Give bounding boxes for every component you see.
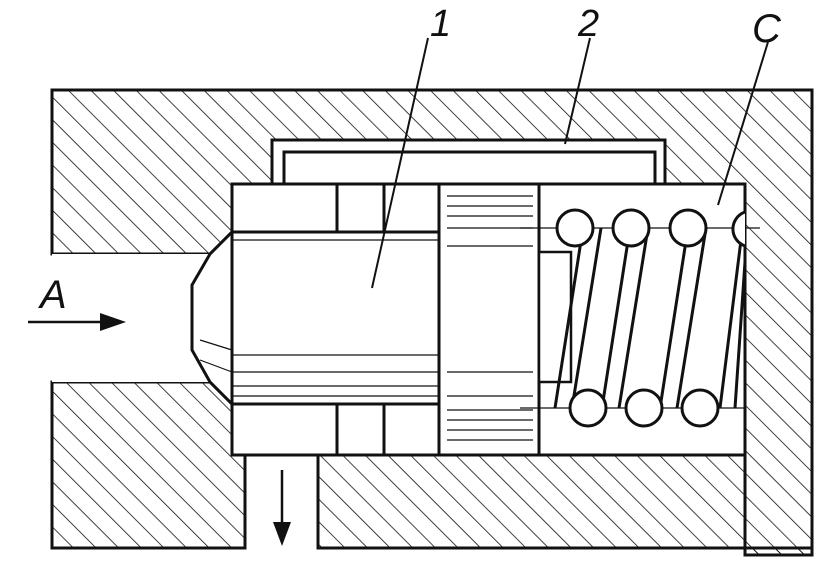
piston-stem bbox=[230, 230, 441, 406]
spring-guide bbox=[537, 250, 573, 384]
piston bbox=[190, 182, 573, 457]
piston-head bbox=[437, 182, 541, 457]
label-channel: 2 bbox=[577, 3, 599, 45]
lower-body bbox=[50, 380, 247, 550]
label-inlet: A bbox=[38, 273, 67, 317]
flow-arrows bbox=[28, 313, 291, 546]
spring bbox=[520, 208, 760, 428]
outlet-arrowhead bbox=[273, 522, 291, 546]
lower-right-body bbox=[316, 453, 814, 557]
inlet-arrowhead bbox=[100, 313, 126, 331]
label-spring-chamber: C bbox=[752, 7, 782, 51]
bypass-channel bbox=[270, 138, 667, 184]
leader-lines bbox=[371, 37, 769, 289]
label-piston: 1 bbox=[430, 3, 451, 45]
